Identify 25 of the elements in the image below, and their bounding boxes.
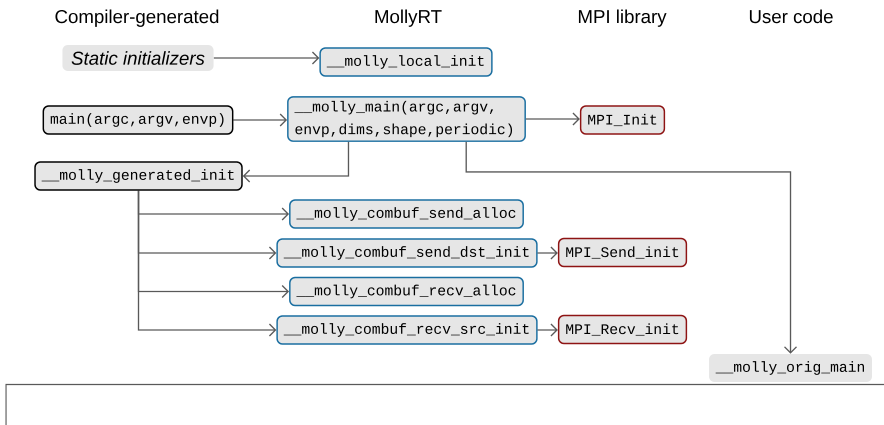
column-heading: User code [750, 9, 833, 24]
arrow [233, 114, 288, 126]
function-box: __molly_local_init [319, 47, 493, 77]
arrow [466, 142, 797, 354]
function-box: MPI_Recv_init [558, 314, 688, 344]
function-box: main(argc,argv,envp) [42, 105, 234, 135]
column-heading: Compiler-generated [55, 9, 218, 27]
process-box: Static initializers [62, 45, 214, 71]
arrow [214, 52, 320, 64]
arrow [242, 142, 350, 182]
column-heading: MPI library [578, 9, 667, 27]
function-box: __molly_generated_init [34, 161, 243, 191]
arrow [526, 112, 580, 126]
arrow [138, 190, 276, 336]
function-box: __molly_combuf_send_dst_init [276, 238, 538, 268]
function-box: __molly_main(argc,argv, envp,dims,shape,periodic) [287, 96, 526, 142]
function-box: MPI_Send_init [558, 238, 688, 268]
column-heading: MollyRT [375, 9, 442, 27]
function-box: MPI_Init [580, 105, 666, 135]
function-box: __molly_combuf_recv_alloc [289, 276, 524, 306]
arrow [538, 246, 558, 260]
function-box: __molly_combuf_recv_src_init [276, 315, 538, 345]
function-box: __molly_orig_main [709, 354, 872, 382]
function-box: __molly_combuf_send_alloc [289, 199, 524, 229]
arrow [538, 324, 558, 336]
